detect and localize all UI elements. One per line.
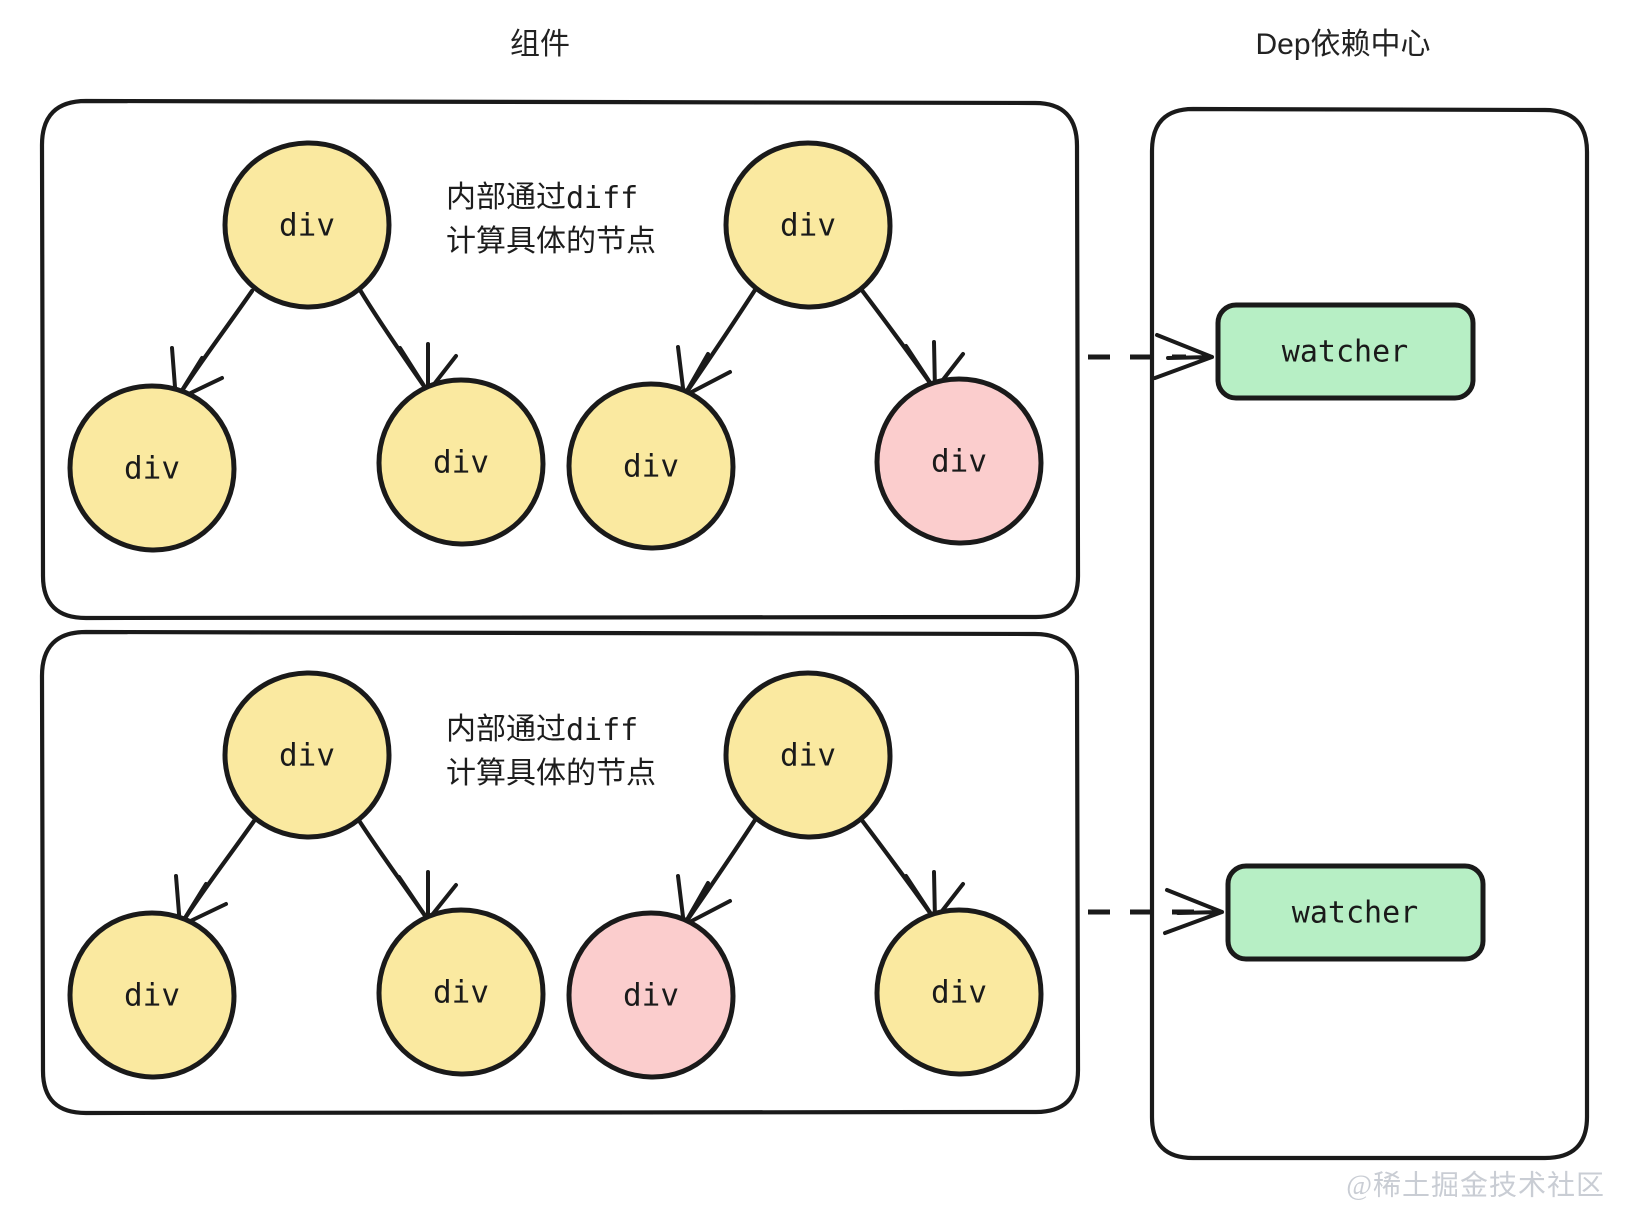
watcher-box (1215, 302, 1476, 401)
node-circle (723, 140, 893, 310)
node-label: div (780, 208, 836, 244)
diff-note-2-line1-mono: diff (566, 713, 638, 748)
node-circle (376, 907, 546, 1077)
node-circle (566, 910, 736, 1080)
node-label: div (623, 978, 679, 1014)
diff-note-line1: 内部通过diff (446, 181, 638, 216)
component-panel-1[interactable]: div div div div div div (39, 98, 1081, 621)
watermark: @稀土掘金技术社区 (1346, 1169, 1605, 1201)
node-label: div (780, 738, 836, 774)
panel-2-border (39, 629, 1081, 1116)
header-dep-center: Dep依赖中心 (1255, 28, 1430, 61)
watcher-label: watcher (1292, 896, 1418, 931)
header-component: 组件 (510, 28, 570, 61)
diff-note-line1-prefix: 内部通过 (446, 181, 566, 214)
panel-1-border (39, 98, 1081, 621)
node-label: div (433, 975, 489, 1011)
arrowhead-watcher2 (1163, 888, 1224, 935)
connection-panel1-watcher1 (1088, 333, 1214, 380)
node-p1-leaf-2[interactable]: div (376, 377, 546, 547)
node-circle (874, 376, 1044, 546)
node-p1-root-right[interactable]: div (723, 140, 893, 310)
node-circle (67, 383, 237, 553)
node-p2-leaf-4[interactable]: div (874, 907, 1044, 1077)
node-label: div (279, 208, 335, 244)
node-p2-leaf-1[interactable]: div (67, 910, 237, 1080)
connection-panel2-watcher2 (1088, 888, 1224, 935)
arrowhead-watcher1 (1153, 333, 1214, 380)
node-label: div (931, 975, 987, 1011)
node-label: div (124, 978, 180, 1014)
watcher-box (1225, 863, 1486, 962)
diff-note-2-line1: 内部通过diff (446, 713, 638, 748)
node-circle (376, 377, 546, 547)
component-panel-2[interactable]: div div div div div div 内部通过dif (39, 629, 1081, 1116)
node-p1-leaf-4[interactable]: div (874, 376, 1044, 546)
node-circle (723, 670, 893, 840)
node-label: div (279, 738, 335, 774)
watcher-2[interactable]: watcher (1225, 863, 1486, 962)
node-p1-leaf-1[interactable]: div (67, 383, 237, 553)
node-p1-root-left[interactable]: div (222, 140, 392, 310)
node-circle (67, 910, 237, 1080)
node-p1-leaf-3[interactable]: div (566, 381, 736, 551)
node-label: div (931, 444, 987, 480)
node-p2-leaf-3[interactable]: div (566, 910, 736, 1080)
node-circle (222, 670, 392, 840)
node-circle (874, 907, 1044, 1077)
dep-panel-border (1149, 106, 1590, 1161)
node-p2-root-left[interactable]: div (222, 670, 392, 840)
diff-note-2-line2: 计算具体的节点 (446, 757, 656, 790)
diff-note-2-line1-prefix: 内部通过 (446, 713, 566, 746)
node-label: div (433, 445, 489, 481)
node-circle (222, 140, 392, 310)
diff-note-line2: 计算具体的节点 (446, 225, 656, 258)
watcher-label: watcher (1282, 335, 1408, 370)
node-circle (566, 381, 736, 551)
node-p2-root-right[interactable]: div (723, 670, 893, 840)
node-label: div (623, 449, 679, 485)
dep-panel[interactable]: watcher watcher (1149, 106, 1590, 1161)
node-p2-leaf-2[interactable]: div (376, 907, 546, 1077)
watcher-1[interactable]: watcher (1215, 302, 1476, 401)
diff-note-line1-mono: diff (566, 181, 638, 216)
node-label: div (124, 451, 180, 487)
